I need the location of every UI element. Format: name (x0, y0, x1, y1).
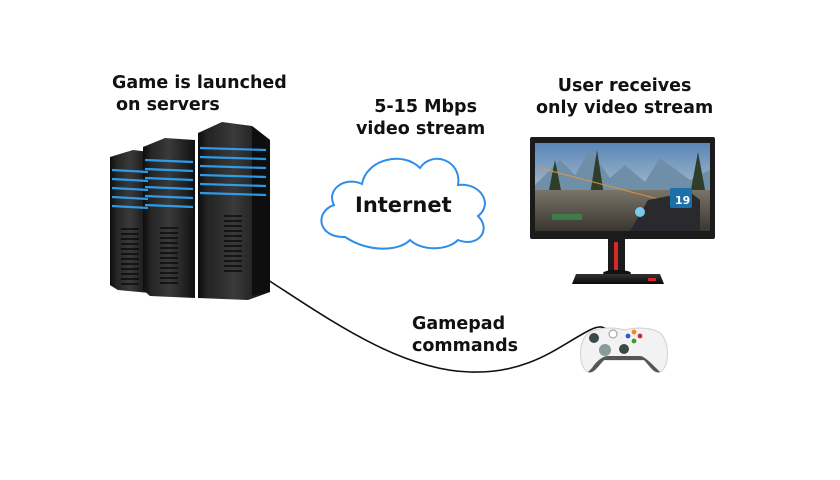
gamepad-label: Gamepad commands (412, 313, 518, 357)
server-light-stripe (144, 176, 194, 182)
server-light-stripe (144, 203, 194, 209)
server-light-stripe (199, 164, 267, 170)
hud-ammo-counter: 19 (675, 194, 690, 207)
internet-label: Internet (355, 193, 452, 217)
server-light-stripe (111, 204, 149, 210)
cloud-icon (320, 157, 486, 250)
server-light-stripe (144, 167, 194, 173)
gamepad-icon (580, 327, 668, 373)
server-light-stripe (111, 177, 149, 183)
gamepad-label-line-2: commands (412, 336, 519, 356)
server-light-stripe (199, 146, 267, 152)
user-label-line-2: only video stream (536, 98, 714, 118)
server-light-stripe (199, 155, 267, 161)
server-light-stripe (199, 191, 267, 197)
server-light-stripe (111, 186, 149, 192)
gamepad-label-line-1: Gamepad (412, 314, 506, 334)
bandwidth-label: 5-15 Mbps video stream (356, 96, 485, 140)
server-light-stripe (144, 194, 194, 200)
server-light-stripe (144, 158, 194, 164)
server-light-stripe (199, 182, 267, 188)
server-light-stripe (144, 185, 194, 191)
server-light-stripe (199, 173, 267, 179)
bandwidth-label-line-1: 5-15 Mbps (374, 97, 478, 117)
server-rack-icon (110, 122, 270, 300)
server-light-stripe (111, 195, 149, 201)
server-light-stripe (111, 168, 149, 174)
user-label: User receives only video stream (536, 75, 713, 119)
server-label-line-1: Game is launched (112, 73, 287, 93)
monitor-icon: 19 (530, 137, 715, 284)
user-label-line-1: User receives (557, 76, 692, 96)
gamepad-cable (267, 279, 610, 373)
bandwidth-label-line-2: video stream (356, 119, 486, 139)
server-label-line-2: on servers (116, 95, 220, 115)
server-label: Game is launched on servers (112, 72, 287, 116)
